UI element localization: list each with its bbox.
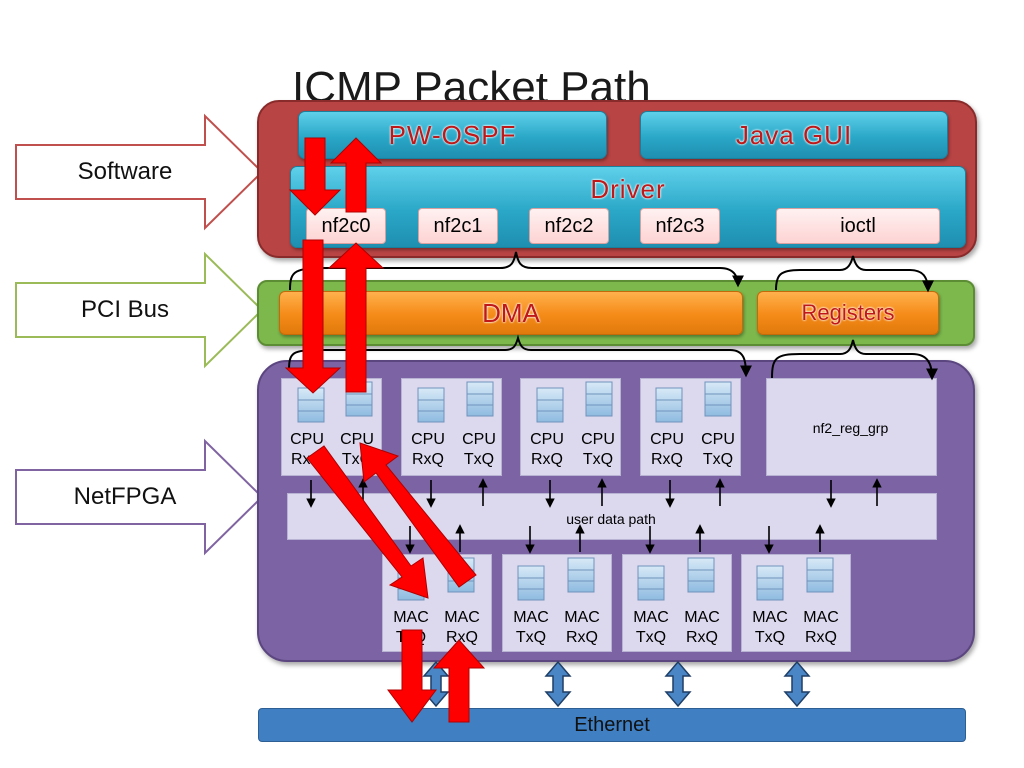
java-gui-label: Java GUI xyxy=(735,120,853,150)
reg-group-box xyxy=(766,378,937,476)
ioctl-box: ioctl xyxy=(776,208,940,244)
reg-group-label: nf2_reg_grp xyxy=(812,420,889,436)
pw-ospf-box: PW-OSPF xyxy=(298,111,607,159)
interface-nf2c0: nf2c0 xyxy=(306,208,386,244)
software-side-arrow xyxy=(15,113,264,231)
user-data-path-label: user data path xyxy=(566,511,656,527)
pci-side-arrow xyxy=(15,251,264,369)
pci-bus-label: PCI Bus xyxy=(80,296,170,323)
dma-box: DMA xyxy=(279,291,743,335)
ethernet-bar: Ethernet xyxy=(258,708,966,742)
dma-label: DMA xyxy=(482,298,540,328)
ethernet-link-0 xyxy=(422,660,450,708)
registers-box: Registers xyxy=(757,291,939,335)
interface-nf2c1: nf2c1 xyxy=(418,208,498,244)
ethernet-link-1 xyxy=(544,660,572,708)
pw-ospf-label: PW-OSPF xyxy=(388,120,517,150)
ethernet-link-2 xyxy=(664,660,692,708)
netfpga-label: NetFPGA xyxy=(73,483,177,510)
software-label: Software xyxy=(77,158,173,185)
interface-nf2c2: nf2c2 xyxy=(529,208,609,244)
netfpga-side-arrow xyxy=(15,438,264,556)
registers-label: Registers xyxy=(801,300,895,325)
interface-nf2c3: nf2c3 xyxy=(640,208,720,244)
ethernet-links xyxy=(422,660,811,708)
java-gui-box: Java GUI xyxy=(640,111,948,159)
driver-label: Driver xyxy=(590,174,666,204)
side-arrows xyxy=(15,113,264,556)
ethernet-link-3 xyxy=(783,660,811,708)
